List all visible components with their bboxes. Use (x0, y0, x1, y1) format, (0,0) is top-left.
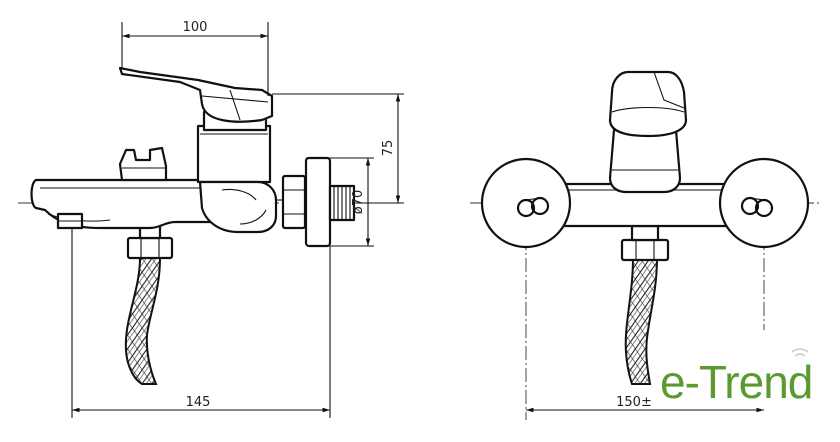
side-diverter-knob (118, 146, 168, 182)
side-spout (30, 178, 232, 230)
front-hose-nut (620, 224, 670, 262)
side-view (18, 66, 370, 385)
front-lever-handle (608, 70, 688, 138)
dimension-bottom-left: 145 (71, 228, 331, 418)
dimension-top-width: 100 (121, 20, 269, 96)
side-eccentric (198, 180, 278, 234)
front-hose (624, 257, 659, 385)
side-lever-handle (118, 66, 274, 123)
brand-logo: e-Trend (660, 348, 813, 408)
front-mixer-body (608, 128, 682, 194)
dimension-bottom-right: 150± (526, 395, 764, 413)
brand-logo-text: e-Trend (660, 356, 812, 408)
dim-label-top-width: 100 (183, 20, 208, 35)
front-right-flange (718, 157, 810, 249)
dimension-height: 75 (272, 93, 404, 204)
front-view (470, 70, 822, 420)
side-thread (328, 184, 356, 222)
side-wall-flange (304, 156, 332, 248)
dim-label-height: 75 (381, 140, 396, 157)
dim-label-bottom-left: 145 (186, 395, 211, 410)
dimension-diameter: ø70 (306, 157, 374, 247)
side-hex-nut (276, 174, 307, 230)
dim-label-diameter: ø70 (351, 190, 366, 215)
side-hose-nut (126, 222, 174, 260)
side-hose (124, 257, 162, 385)
dim-label-bottom-right: 150± (616, 395, 652, 410)
front-left-flange (480, 157, 572, 249)
